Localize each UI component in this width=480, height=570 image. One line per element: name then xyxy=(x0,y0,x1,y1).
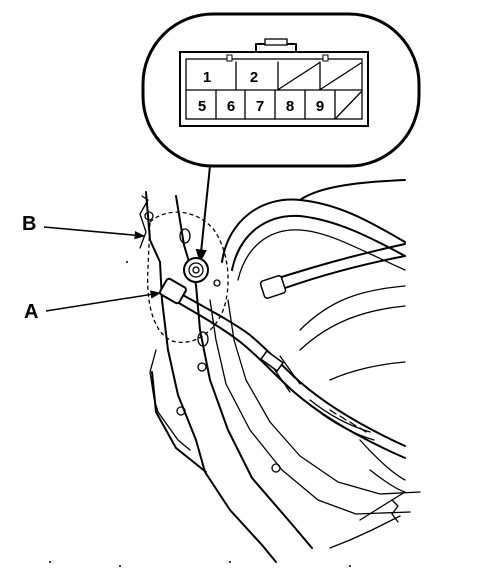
harness-connector-plug xyxy=(159,277,187,305)
connector-face xyxy=(179,51,369,127)
pin-5: 5 xyxy=(198,98,206,115)
pin-8: 8 xyxy=(286,98,294,115)
callout-a: A xyxy=(24,290,162,323)
door-panel xyxy=(139,179,421,563)
grommet-area xyxy=(146,211,229,344)
pin-2: 2 xyxy=(250,69,258,86)
scan-specks xyxy=(49,261,351,567)
callout-b-label: B xyxy=(22,213,36,235)
pin-9: 9 xyxy=(316,98,324,115)
unused-cavity-3 xyxy=(278,62,320,90)
pin-1: 1 xyxy=(203,69,211,86)
pin-7: 7 xyxy=(256,98,264,115)
wire-harness xyxy=(159,243,406,459)
connector-inset: 1 2 5 6 7 8 9 xyxy=(141,12,421,168)
unused-cavity-4 xyxy=(320,62,362,90)
inset-pointer-arrow xyxy=(195,165,211,264)
unused-cavity-10 xyxy=(335,91,362,119)
callout-a-label: A xyxy=(24,301,38,323)
callout-b: B xyxy=(22,213,146,240)
door-connector-socket xyxy=(183,257,209,283)
pin-6: 6 xyxy=(227,98,235,115)
